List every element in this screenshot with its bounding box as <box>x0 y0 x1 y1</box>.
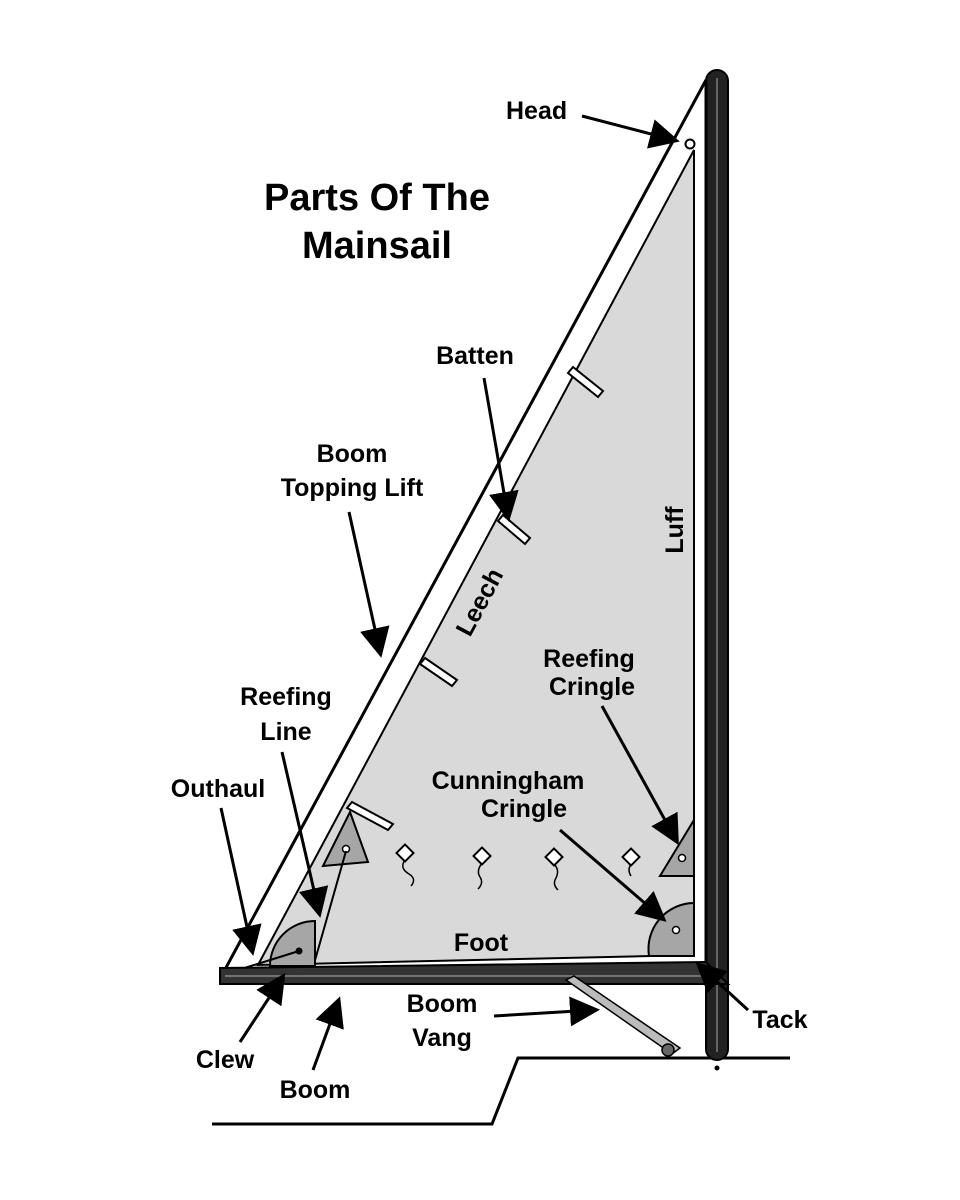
arrow-boom-vang <box>493 996 600 1027</box>
label-batten: Batten <box>436 342 514 370</box>
arrow-reefing-cringle <box>600 705 679 846</box>
deck-line <box>212 1056 790 1126</box>
diagram-title-line1: Parts Of The <box>264 177 490 219</box>
label-luff: Luff <box>661 506 689 554</box>
reef-points <box>395 843 641 891</box>
label-boom-topping-lift-1: Boom <box>317 440 388 468</box>
leech-reef-patch <box>321 809 370 868</box>
reef-point <box>472 846 492 890</box>
label-boom: Boom <box>280 1076 351 1104</box>
label-tack: Tack <box>752 1006 807 1034</box>
mast <box>705 69 729 1071</box>
label-boom-vang-2: Vang <box>412 1024 472 1052</box>
battens <box>345 365 605 832</box>
label-boom-topping-lift-2: Topping Lift <box>281 474 424 502</box>
reef-point <box>395 843 415 887</box>
label-arrows <box>219 114 750 1071</box>
label-clew: Clew <box>196 1046 255 1074</box>
arrow-cunningham-cringle <box>559 828 667 922</box>
cunningham-cringle-patch <box>647 901 695 957</box>
arrow-outhaul <box>219 807 262 956</box>
label-head: Head <box>506 97 567 125</box>
sail-body <box>256 149 695 967</box>
label-outhaul: Outhaul <box>171 775 265 803</box>
batten-4 <box>345 800 395 832</box>
batten-3 <box>418 656 459 688</box>
arrow-boom <box>311 996 344 1071</box>
label-boom-vang-1: Boom <box>407 990 478 1018</box>
arrow-reefing-line <box>280 751 329 918</box>
label-cunningham-cringle-2: Cringle <box>481 795 567 823</box>
diagram-title-line2: Mainsail <box>302 225 452 267</box>
arrow-batten <box>482 377 519 522</box>
label-reefing-line-1: Reefing <box>240 683 332 711</box>
label-foot: Foot <box>454 929 509 957</box>
label-reefing-cringle-1: Reefing <box>543 645 635 673</box>
head-ring <box>684 138 696 150</box>
arrow-boom-topping-lift <box>347 511 390 658</box>
arrow-tack <box>695 961 750 1012</box>
label-cunningham-cringle-1: Cunningham <box>432 767 585 795</box>
boom <box>219 960 731 985</box>
clew-patch <box>268 919 316 967</box>
reef-point <box>621 847 641 877</box>
reef-point <box>544 847 564 891</box>
arrow-clew <box>238 972 286 1043</box>
arrow-head <box>581 114 680 149</box>
reefing-cringle-patch <box>658 816 695 877</box>
label-reefing-line-2: Line <box>260 718 311 746</box>
label-reefing-cringle-2: Cringle <box>549 673 635 701</box>
boom-vang <box>564 975 682 1057</box>
batten-1 <box>566 365 605 399</box>
